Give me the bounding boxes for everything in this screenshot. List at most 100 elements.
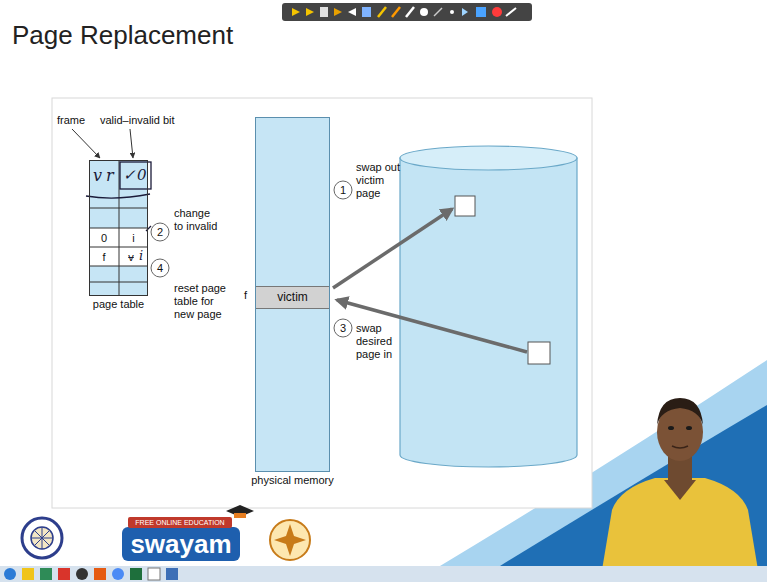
toolbar-icon [378,7,386,17]
column-label-holder: frame [57,114,85,127]
handwritten-note: 0 [137,166,147,184]
handwritten-note: i [139,248,143,264]
step-label-holder: swap out victim page [356,161,406,200]
node-label-holder: physical memory [248,474,338,487]
taskbar-icon [76,568,88,580]
presenter-eye [668,426,674,430]
taskbar-icon [22,568,34,580]
physical-memory: victimphysical memory [255,117,330,472]
institute-logo [22,518,62,558]
toolbar-icon [450,10,454,14]
callout-number-holder: 1 [334,181,352,199]
handwritten-note-holder: 0 [137,166,147,184]
callout-circle [151,259,169,277]
taskbar-icon [166,568,178,580]
toolbar-icon [476,7,486,17]
taskbar-icon [58,568,70,580]
node-caption: page table [79,298,159,311]
leader-arrow [72,129,100,158]
toolbar-icon [492,7,502,17]
taskbar [0,566,767,582]
institute-logo [31,527,53,549]
toolbar-icon [392,7,400,17]
toolbar-icon [462,8,468,16]
handwritten-note-holder: ✓ [123,166,136,184]
handwritten-note: v [93,166,102,185]
toolbar-icon [306,8,314,16]
disk-top [400,146,577,170]
victim-frame: victim [256,286,329,309]
table-cell: i [124,229,144,247]
swayam-logo [122,527,240,561]
page-table-fill [89,160,148,296]
taskbar-icon [148,568,160,580]
step-label: reset page table for new page [174,282,229,321]
node-caption: physical memory [248,474,338,487]
handwritten-note-holder: r [106,166,114,185]
taskbar-icon [112,568,124,580]
cap-icon [226,505,254,517]
column-line [119,160,120,296]
table-cell: v [121,248,141,266]
frame-number-holder: f [244,289,247,302]
presenter-eye [686,426,692,430]
step-label-holder: change to invalid [174,207,221,233]
taskbar-icon [40,568,52,580]
column-label: frame [57,114,85,127]
table-cell-holder: 0 [94,229,114,247]
disk-cylinder [400,158,577,467]
toolbar-icon [362,7,371,17]
swap-out-arrow [333,209,452,288]
institute-logo [31,527,53,549]
table-cell: f [94,248,114,266]
disk-page [528,342,550,364]
step-label: change to invalid [174,207,221,233]
disk-page [455,196,475,216]
table-cell-holder: v [121,248,141,266]
callout-number: 4 [151,259,169,277]
presenter-hair [657,398,703,425]
column-label: valid–invalid bit [100,114,175,127]
toolbar-icon [420,8,428,16]
taskbar-icon [4,568,16,580]
callout-number-holder: 3 [334,319,352,337]
frame-number: f [244,289,247,302]
emblem-logo [274,524,306,556]
emblem-logo [270,520,310,560]
toolbar-icon [334,8,342,16]
callout-number-holder: 4 [151,259,169,277]
handwritten-note-holder: i [139,248,143,264]
slide-title: Page Replacement [12,20,233,51]
toolbar-icon [506,8,516,16]
swayam-ribbon [128,517,232,528]
callout-circle [334,319,352,337]
handwritten-box [120,162,151,189]
toolbar-icon [320,7,328,17]
callout-circle [334,181,352,199]
handwritten-stroke [86,194,150,198]
logo-wordmark: swayam [122,527,240,561]
logo-wordmark-holder: swayam [122,527,240,561]
presenter-mouth [672,446,688,448]
table-cell: 0 [94,229,114,247]
column-label-holder: valid–invalid bit [100,114,175,127]
table-cell-holder: f [94,248,114,266]
step-label: swap desired page in [356,322,404,361]
toolbar-icon [292,8,300,16]
logo-tagline: FREE ONLINE EDUCATION [128,517,232,528]
annotation-toolbar [282,3,532,21]
taskbar-icon [130,568,142,580]
callout-number: 1 [334,181,352,199]
callout-number: 3 [334,319,352,337]
step-label-holder: reset page table for new page [174,282,229,321]
node-text: victim [277,291,308,304]
handwritten-note: r [106,166,114,185]
toolbar-icon [434,8,442,16]
toolbar-icon [406,7,414,17]
handwritten-note-holder: v [93,166,102,185]
callout-circle [151,223,169,241]
callout-number-holder: 2 [151,223,169,241]
